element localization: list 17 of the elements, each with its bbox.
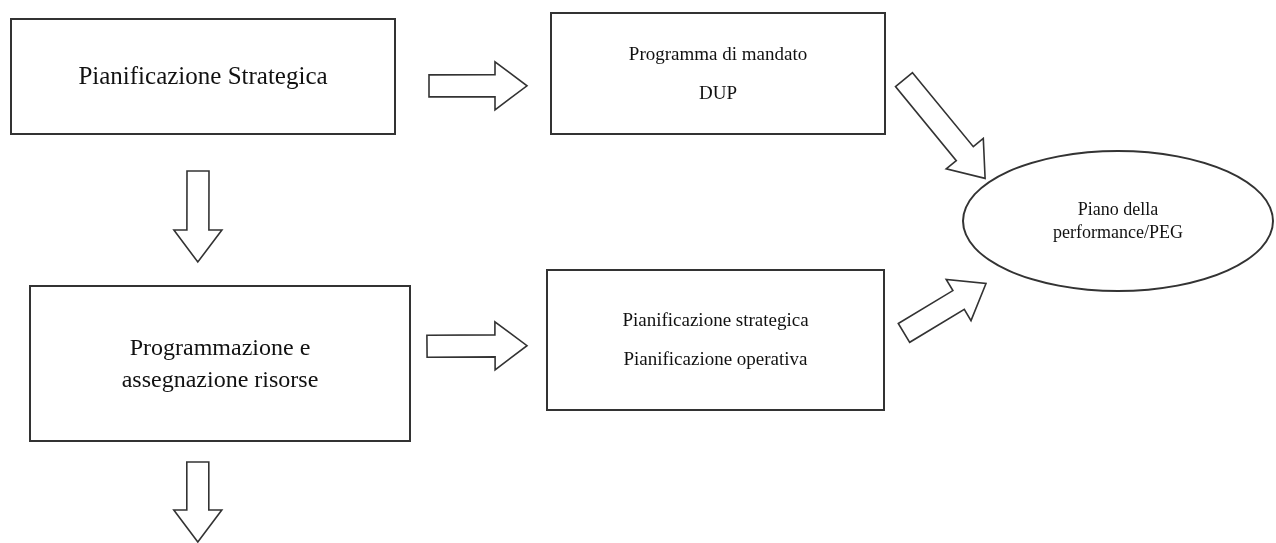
process-box [10, 18, 396, 135]
node-text: Programma di mandato [628, 41, 808, 66]
process-box [546, 269, 885, 411]
block-arrow [172, 170, 224, 264]
node-text: Pianificazione Strategica [78, 61, 328, 92]
node-text: DUP [699, 80, 737, 105]
node-text: Programmazione e assegnazione risorse [120, 333, 320, 394]
block-arrow [897, 278, 988, 344]
block-arrow [428, 60, 529, 112]
node-text: Pianificazione operativa [623, 347, 808, 371]
process-box [550, 12, 886, 135]
block-arrow [894, 71, 986, 180]
node-text: Pianificazione strategica [622, 308, 809, 333]
block-arrow [172, 461, 224, 543]
process-box [29, 285, 411, 442]
block-arrow [426, 320, 529, 372]
node-text: Piano della performance/PEG [1052, 197, 1184, 244]
